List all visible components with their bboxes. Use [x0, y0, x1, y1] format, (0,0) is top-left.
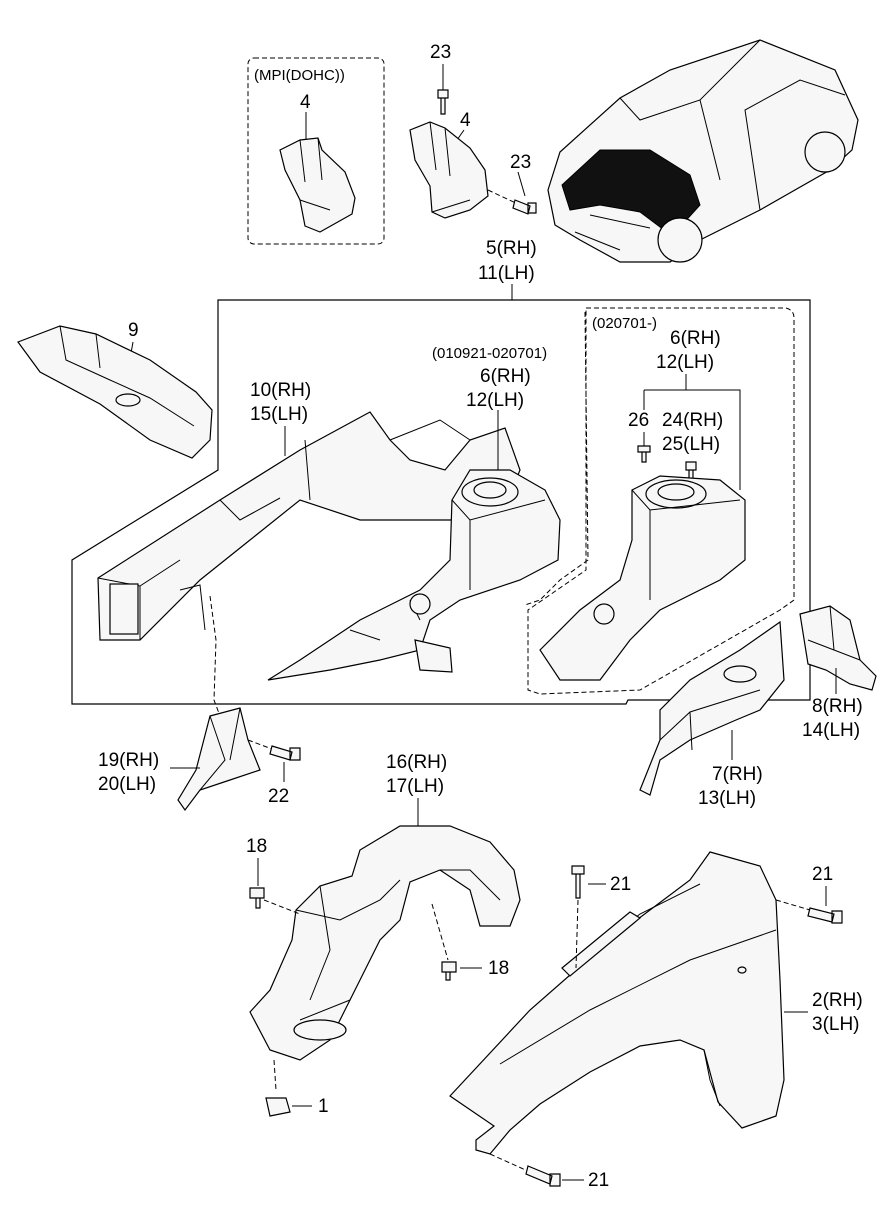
- bolt-22: [269, 745, 301, 761]
- callout-14-lh: 14(LH): [802, 720, 860, 741]
- callout-7-rh: 7(RH): [712, 764, 763, 785]
- callout-25-lh: 25(LH): [662, 434, 720, 455]
- callout-11-lh: 11(LH): [478, 263, 535, 284]
- callout-24-rh: 24(RH): [662, 410, 723, 431]
- bracket-part-4-mpi: [279, 137, 356, 233]
- date-from-label: (020701-): [592, 315, 657, 332]
- callout-6-rh-early: 6(RH): [480, 366, 531, 387]
- callout-10-rh: 10(RH): [250, 380, 311, 401]
- callout-8-rh: 8(RH): [812, 696, 863, 717]
- callout-1: 1: [318, 1096, 329, 1117]
- callout-23-right: 23: [510, 152, 531, 173]
- callout-22: 22: [268, 786, 289, 807]
- mpi-dohc-label: (MPI(DOHC)): [254, 67, 345, 84]
- callout-15-lh: 15(LH): [250, 404, 308, 425]
- bolt-23-top: [437, 89, 449, 115]
- bolt-21-top: [571, 865, 585, 899]
- side-member-10-15: 10(RH) 15(LH): [97, 380, 521, 641]
- callout-9: 9: [128, 320, 139, 341]
- bracket-19-20: 19(RH) 20(LH) 22: [98, 595, 301, 812]
- bolt-23-right: [512, 199, 537, 215]
- callout-12-lh-late: 12(LH): [656, 352, 714, 373]
- callout-21-right: 21: [812, 864, 833, 885]
- later-variant-box: (020701-) 6(RH) 12(LH) 26 24(RH) 25(LH): [527, 307, 795, 695]
- callout-4-center: 4: [460, 110, 471, 131]
- callout-19-rh: 19(RH): [98, 750, 159, 771]
- clip-26: [637, 445, 651, 463]
- clip-1: [265, 1097, 291, 1117]
- callout-16-rh: 16(RH): [386, 752, 447, 773]
- vehicle-illustration: [547, 39, 859, 263]
- callout-20-lh: 20(LH): [98, 774, 156, 795]
- part-7-13-apron: 7(RH) 13(LH): [639, 620, 785, 809]
- front-member-6-12-early: (010921-020701) 6(RH) 12(LH): [267, 311, 589, 681]
- callout-13-lh: 13(LH): [698, 788, 756, 809]
- callout-26: 26: [628, 410, 649, 431]
- callout-2-rh: 2(RH): [812, 990, 863, 1011]
- callout-3-lh: 3(LH): [812, 1014, 860, 1035]
- callout-18-right: 18: [488, 958, 509, 979]
- date-range-label: (010921-020701): [432, 345, 547, 362]
- part-9-member: 9: [17, 320, 213, 459]
- part-8-14: 8(RH) 14(LH): [799, 605, 877, 741]
- screw-18-left: [249, 887, 265, 909]
- assembly-frame: [71, 299, 811, 705]
- callout-5-rh: 5(RH): [486, 238, 537, 259]
- callout-21-bottom: 21: [588, 1170, 609, 1191]
- screw-18-right: [441, 961, 457, 981]
- callout-4-mpi: 4: [300, 92, 311, 113]
- bolt-21-bottom: [525, 1165, 561, 1187]
- fender-2-3: 21 21 2(RH) 3(LH) 21: [449, 851, 863, 1191]
- callout-18-left: 18: [246, 836, 267, 857]
- callout-23-top: 23: [430, 42, 451, 63]
- inner-fender-liner-16-17: 16(RH) 17(LH) 18 18 1: [246, 752, 521, 1117]
- callout-12-lh-early: 12(LH): [466, 390, 524, 411]
- early-variant-dashed-edge: [524, 311, 589, 606]
- callout-17-lh: 17(LH): [386, 776, 444, 797]
- callout-6-rh-late: 6(RH): [670, 328, 721, 349]
- mpi-dohc-box: (MPI(DOHC)) 4: [247, 57, 385, 245]
- bolt-21-right: [807, 907, 843, 924]
- bracket-group-4: 23 4 23: [409, 42, 537, 219]
- callout-21-top: 21: [610, 874, 631, 895]
